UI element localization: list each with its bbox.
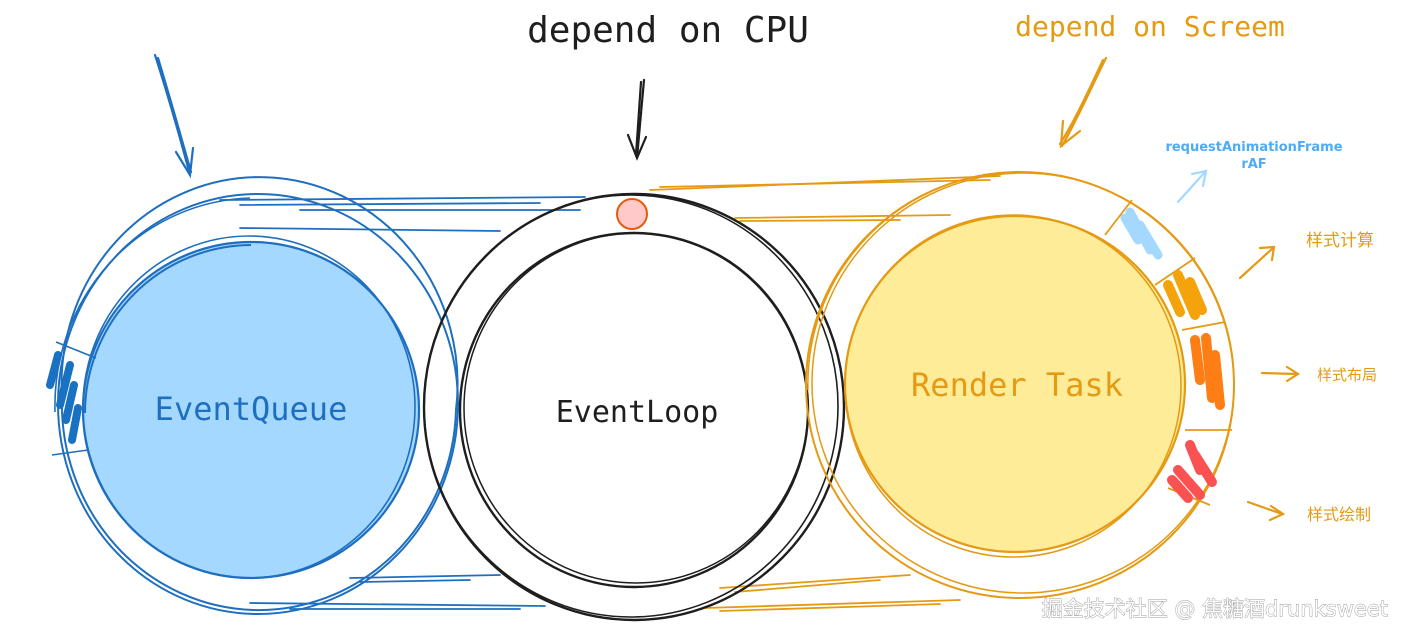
- event-queue-label: EventQueue: [155, 390, 348, 428]
- blue-down-arrow-icon: [153, 53, 195, 179]
- raf-arrow-icon: [1176, 169, 1208, 204]
- style-paint-arrow-icon: [1246, 500, 1286, 522]
- style-paint-label: 样式绘制: [1307, 505, 1371, 524]
- orange-down-arrow-icon: [1058, 56, 1108, 149]
- style-layout-step-mark: [1190, 333, 1225, 410]
- depend-on-screen-label: depend on Screem: [1015, 10, 1285, 43]
- style-calc-arrow-icon: [1238, 245, 1276, 280]
- black-down-arrow-icon: [626, 78, 648, 161]
- render-task-label: Render Task: [911, 366, 1123, 404]
- style-calc-label: 样式计算: [1306, 231, 1374, 251]
- style-layout-label: 样式布局: [1317, 366, 1377, 384]
- orange-connector-lines: [649, 175, 1001, 612]
- raf-full-label: requestAnimationFrame: [1165, 140, 1342, 155]
- event-loop-label: EventLoop: [556, 395, 719, 430]
- watermark-text: 掘金技术社区 @ 焦糖酒drunksweet: [1042, 597, 1388, 621]
- blue-connector-lines: [219, 196, 586, 610]
- raf-step-mark: [1120, 207, 1163, 260]
- render-task-circle: [805, 171, 1235, 599]
- style-layout-arrow-icon: [1260, 365, 1301, 383]
- depend-on-cpu-label: depend on CPU: [527, 10, 809, 51]
- style-paint-step-mark: [1167, 440, 1217, 503]
- raf-short-label: rAF: [1241, 157, 1266, 172]
- event-queue-circle: [46, 176, 460, 615]
- style-calc-step-mark: [1163, 270, 1207, 320]
- queue-task-marks: [46, 351, 82, 444]
- cpu-indicator-dot: [616, 198, 648, 230]
